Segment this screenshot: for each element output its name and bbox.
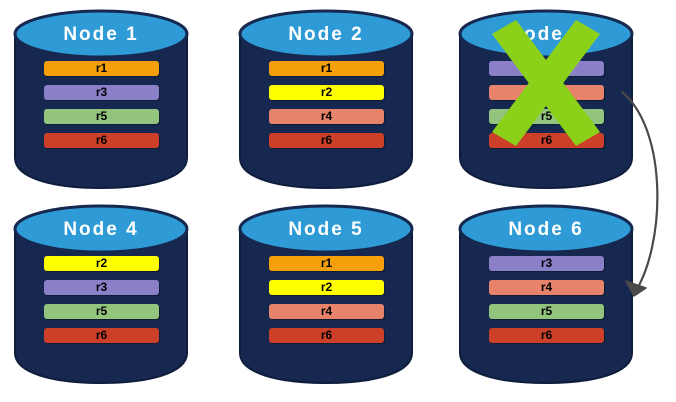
node-cylinder-2[interactable]: Node 2 r1 r2 r4 r6: [238, 8, 414, 190]
record-bar[interactable]: r5: [489, 109, 604, 124]
record-bar[interactable]: r4: [269, 304, 384, 319]
record-bar[interactable]: r4: [489, 280, 604, 295]
node-title: Node 5: [288, 219, 364, 240]
record-list: r1 r2 r4 r6: [269, 256, 384, 343]
node-title: Node 6: [508, 219, 584, 240]
record-bar[interactable]: r1: [269, 61, 384, 76]
node-cylinder-6[interactable]: Node 6 r3 r4 r5 r6: [458, 203, 634, 385]
record-list: r3 r4 r5 r6: [489, 256, 604, 343]
record-list: r1 r2 r4 r6: [269, 61, 384, 148]
node-cylinder-3[interactable]: Node 3 r3 r4 r5 r6: [458, 8, 634, 190]
node-title: Node 4: [63, 219, 139, 240]
record-bar[interactable]: r2: [44, 256, 159, 271]
record-bar[interactable]: r5: [44, 304, 159, 319]
record-bar[interactable]: r4: [489, 85, 604, 100]
record-bar[interactable]: r2: [269, 85, 384, 100]
record-list: r1 r3 r5 r6: [44, 61, 159, 148]
record-bar[interactable]: r1: [269, 256, 384, 271]
node-cylinder-5[interactable]: Node 5 r1 r2 r4 r6: [238, 203, 414, 385]
record-bar[interactable]: r6: [44, 328, 159, 343]
record-bar[interactable]: r6: [44, 133, 159, 148]
record-bar[interactable]: r1: [44, 61, 159, 76]
node-title: Node 3: [508, 24, 584, 45]
record-list: r3 r4 r5 r6: [489, 61, 604, 148]
record-bar[interactable]: r2: [269, 280, 384, 295]
record-bar[interactable]: r3: [44, 280, 159, 295]
record-bar[interactable]: r6: [269, 328, 384, 343]
record-bar[interactable]: r6: [489, 133, 604, 148]
record-bar[interactable]: r5: [489, 304, 604, 319]
record-bar[interactable]: r6: [269, 133, 384, 148]
node-title: Node 1: [63, 24, 139, 45]
record-bar[interactable]: r5: [44, 109, 159, 124]
node-cylinder-1[interactable]: Node 1 r1 r3 r5 r6: [13, 8, 189, 190]
record-bar[interactable]: r3: [489, 61, 604, 76]
node-cylinder-4[interactable]: Node 4 r2 r3 r5 r6: [13, 203, 189, 385]
record-list: r2 r3 r5 r6: [44, 256, 159, 343]
record-bar[interactable]: r4: [269, 109, 384, 124]
node-title: Node 2: [288, 24, 364, 45]
record-bar[interactable]: r6: [489, 328, 604, 343]
record-bar[interactable]: r3: [489, 256, 604, 271]
record-bar[interactable]: r3: [44, 85, 159, 100]
